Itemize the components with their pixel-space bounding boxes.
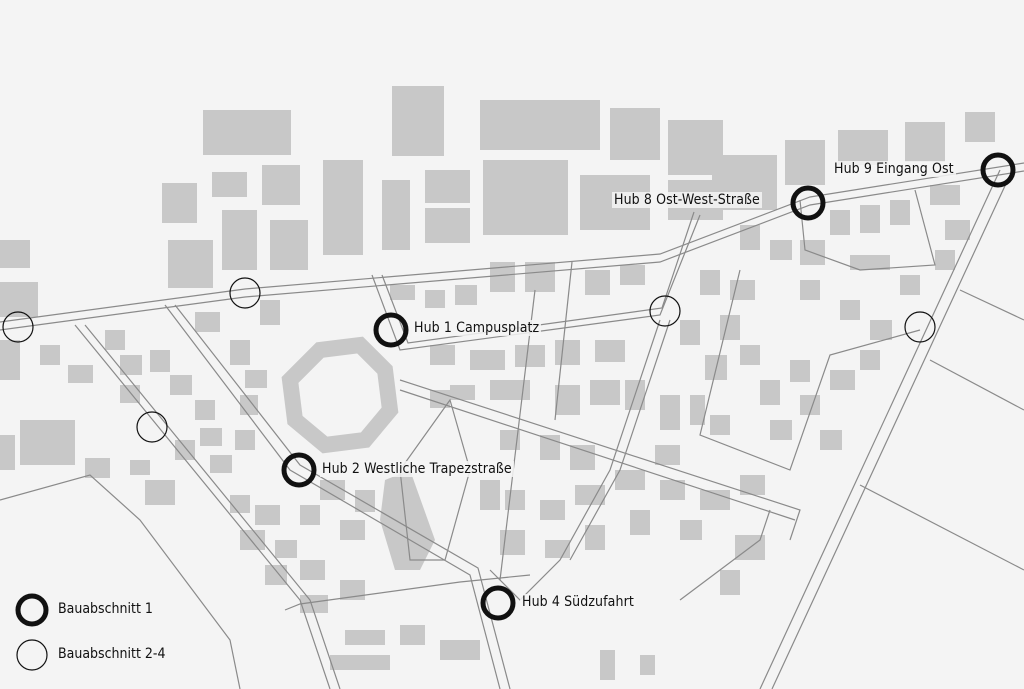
hub-label-1: Hub 1 Campusplatz bbox=[412, 320, 542, 336]
hub-marker-4[interactable] bbox=[480, 585, 516, 621]
hub-marker-9[interactable] bbox=[980, 152, 1016, 188]
hub-marker-phase2[interactable] bbox=[229, 277, 261, 309]
hub-label-8: Hub 8 Ost-West-Straße bbox=[612, 192, 762, 208]
legend-phase2-label: Bauabschnitt 2-4 bbox=[58, 646, 166, 662]
legend-phase1-label: Bauabschnitt 1 bbox=[58, 601, 153, 617]
hub-marker-phase2[interactable] bbox=[649, 295, 681, 327]
hub-marker-phase2[interactable] bbox=[136, 411, 168, 443]
hub-marker-1[interactable] bbox=[373, 312, 409, 348]
hub-marker-8[interactable] bbox=[790, 185, 826, 221]
buildings bbox=[0, 86, 995, 680]
hub-marker-phase2[interactable] bbox=[2, 311, 34, 343]
hub-label-9: Hub 9 Eingang Ost bbox=[832, 161, 956, 177]
hub-label-2: Hub 2 Westliche Trapezstraße bbox=[320, 461, 514, 477]
hub-marker-phase2[interactable] bbox=[904, 311, 936, 343]
legend-phase1-icon bbox=[15, 593, 49, 627]
hub-label-4: Hub 4 Südzufahrt bbox=[520, 594, 636, 610]
hub-markers bbox=[2, 152, 1016, 671]
hub-marker-2[interactable] bbox=[281, 452, 317, 488]
legend-phase2-icon bbox=[16, 639, 48, 671]
